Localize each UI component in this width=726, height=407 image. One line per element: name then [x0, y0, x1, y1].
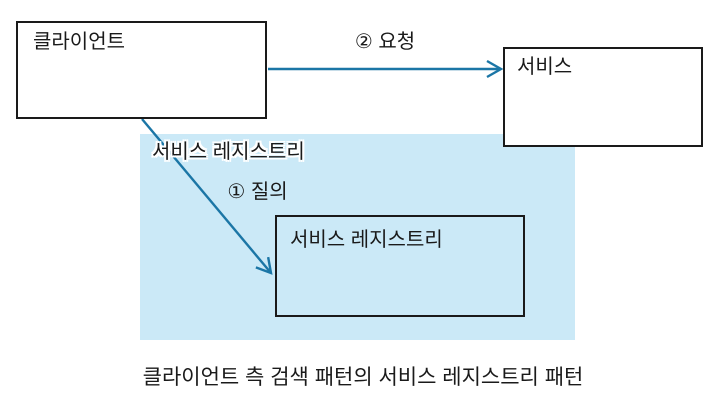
- registry-region-label: 서비스 레지스트리: [152, 141, 305, 163]
- registry-box-label: 서비스 레지스트리: [290, 229, 443, 251]
- service-box: 서비스: [503, 47, 703, 147]
- service-box-label: 서비스: [517, 56, 573, 78]
- query-arrow-label: ① 질의: [227, 181, 288, 203]
- registry-box: 서비스 레지스트리: [275, 215, 525, 317]
- client-box: 클라이언트: [16, 21, 267, 119]
- client-box-label: 클라이언트: [33, 31, 125, 53]
- request-arrow-label: ② 요청: [354, 31, 416, 53]
- diagram-caption: 클라이언트 측 검색 패턴의 서비스 레지스트리 패턴: [142, 366, 584, 389]
